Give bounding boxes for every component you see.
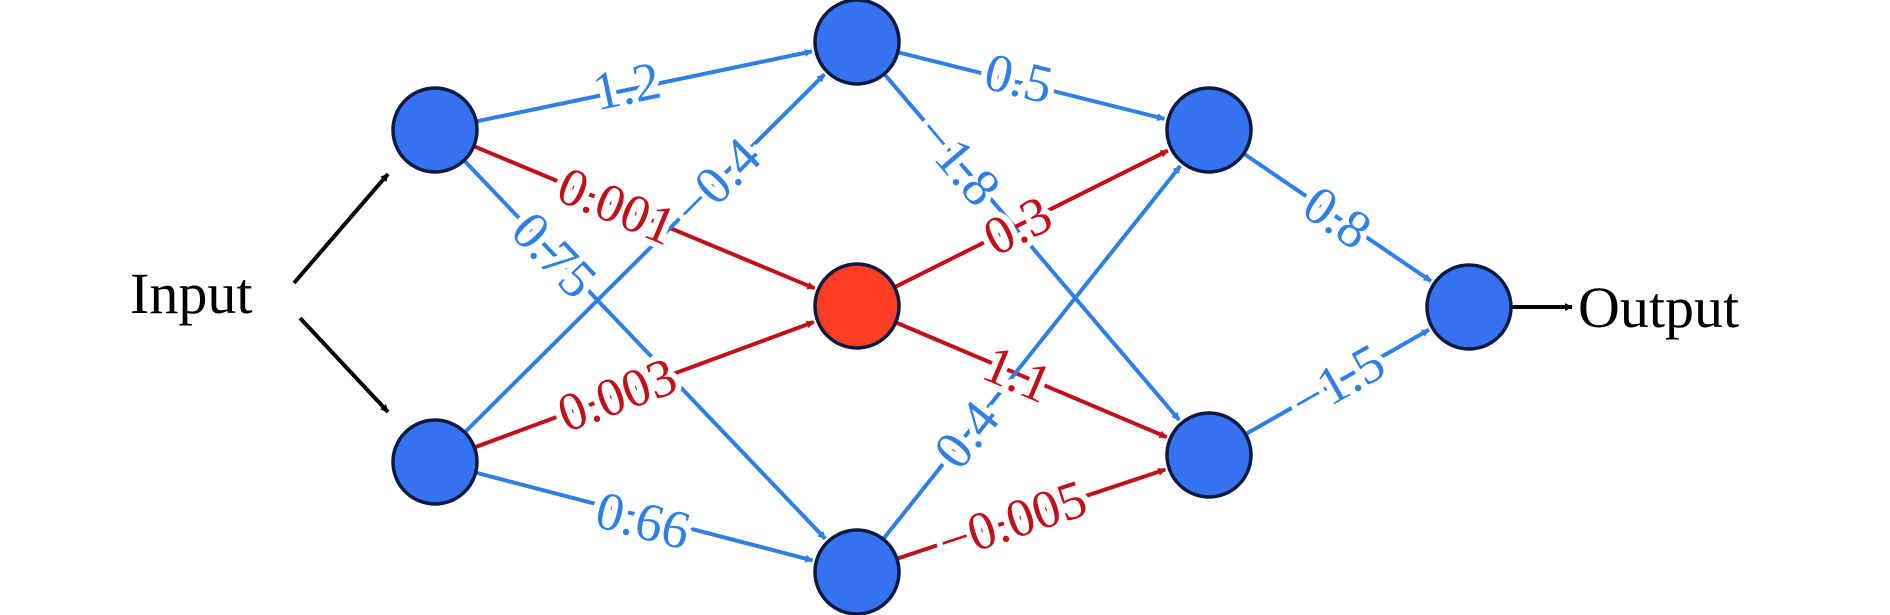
edge-label-group-h2c-h3a: 0.40.4	[916, 384, 1017, 486]
edge-label-group-h2b-h3b: 1.11.1	[969, 327, 1067, 421]
edge-weight-label: 1.2	[587, 50, 665, 123]
edge-h2b-h3a	[893, 148, 1169, 290]
edge-h3a-out	[1242, 151, 1433, 283]
edge-weight-label: −0.005	[931, 468, 1094, 573]
edge-weight-label: 0.4	[922, 390, 1011, 480]
edge-label-group-h3b-out: −1.5−1.5	[1274, 326, 1401, 439]
edge-weight-label: −1.8	[903, 104, 1012, 217]
input-arrow-lower	[298, 316, 390, 414]
edge-h1a-h2b	[472, 144, 816, 291]
edge-h1b-h2a	[463, 73, 826, 434]
nodes-layer	[391, 0, 1513, 615]
edge-h2c-h3b	[896, 467, 1167, 561]
edge-weight-label: 0.5	[979, 41, 1059, 116]
node-h2a	[813, 0, 901, 86]
edge-label-group-h2a-h3a: 0.50.5	[973, 35, 1065, 122]
edge-h3b-out	[1244, 328, 1431, 436]
node-h2b	[813, 262, 901, 350]
edge-h1a-h2c	[462, 158, 827, 541]
edge-labels-layer: 1.21.20.0010.0010.750.75−0.4−0.40.0030.0…	[494, 35, 1401, 579]
edge-h2a-h3b	[882, 72, 1181, 422]
edge-h1a-h2a	[475, 48, 813, 124]
output-label: Output	[1578, 275, 1739, 340]
input-arrow-upper	[292, 172, 390, 285]
edge-weight-label: 0.66	[590, 479, 697, 561]
node-h1a	[391, 86, 479, 174]
edge-weight-label: 1.1	[975, 333, 1061, 415]
edge-label-group-h3a-out: 0.80.8	[1287, 168, 1389, 268]
edge-h2b-h3b	[894, 320, 1168, 439]
node-out	[1425, 263, 1513, 351]
edge-h1b-h2c	[475, 470, 814, 563]
edge-h2a-h3a	[897, 50, 1166, 121]
node-h1b	[391, 418, 479, 506]
edge-weight-label: −1.5	[1280, 332, 1395, 433]
edge-weight-label: 0.8	[1293, 174, 1383, 262]
edge-label-group-h2c-h3b: −0.005−0.005	[925, 462, 1100, 579]
edges-layer	[462, 48, 1433, 563]
node-h3a	[1165, 86, 1253, 174]
edge-h2c-h3a	[881, 164, 1182, 541]
input-label: Input	[130, 261, 252, 326]
edge-label-group-h1a-h2a: 1.21.2	[581, 44, 671, 129]
edge-weight-label: 0.003	[550, 346, 685, 444]
node-h2c	[813, 528, 901, 615]
edge-h1b-h2b	[473, 320, 815, 450]
edge-label-group-h1b-h2c: 0.660.66	[584, 473, 703, 567]
node-h3b	[1165, 411, 1253, 499]
edge-label-group-h2a-h3b: −1.8−1.8	[897, 98, 1018, 223]
